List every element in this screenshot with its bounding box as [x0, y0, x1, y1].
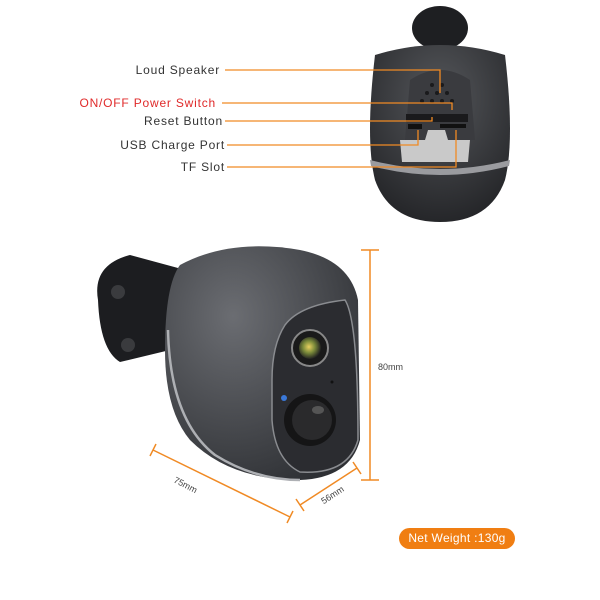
- camera-back-view: [370, 6, 510, 222]
- callout-power-switch: ON/OFF Power Switch: [79, 96, 216, 110]
- callout-loud-speaker: Loud Speaker: [135, 63, 220, 77]
- dimension-lines: [149, 249, 379, 524]
- callout-lines: [222, 69, 457, 168]
- callout-tf-slot: TF Slot: [180, 160, 225, 174]
- callout-reset-button: Reset Button: [144, 114, 223, 128]
- callout-usb-port: USB Charge Port: [120, 138, 225, 152]
- dimension-height: 80mm: [378, 362, 404, 372]
- net-weight-badge: Net Weight :130g: [399, 528, 515, 549]
- camera-front-view: [97, 246, 360, 482]
